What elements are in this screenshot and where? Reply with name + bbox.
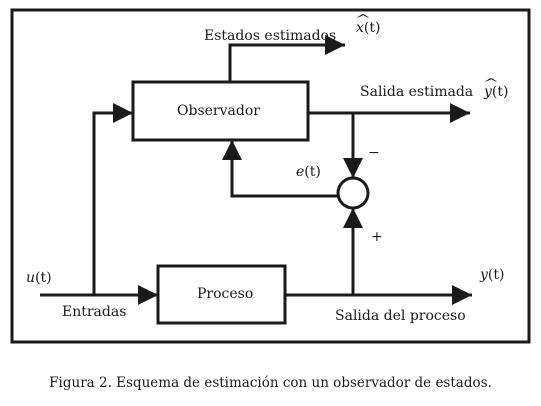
input-signal-label: u(t) [26,270,52,286]
summing-junction [336,176,370,210]
plus-sign: + [371,229,383,245]
inputs-label: Entradas [62,304,127,320]
x-hat: x [356,20,364,36]
error-signal-label: e(t) [296,164,321,180]
process-label: Proceso [197,286,254,302]
output-signal-label: y(t) [480,267,505,283]
minus-sign: − [368,145,380,161]
estimated-output-label: Salida estimada [360,84,474,100]
estimated-states-label: Estados estimados [204,28,337,44]
y-hat: y [484,84,492,100]
process-output-label: Salida del proceso [335,308,466,324]
frame [10,8,531,344]
observer-label: Observador [177,103,260,119]
estimated-states-symbol: x(t) [356,20,380,36]
error-feedback-arrow [222,140,338,198]
observer-block [131,80,310,142]
figure-caption: Figura 2. Esquema de estimación con un o… [49,375,492,391]
estimated-states-arrow [228,35,345,82]
input-to-observer-line [92,103,133,295]
estimated-output-symbol: y(t) [484,84,508,100]
